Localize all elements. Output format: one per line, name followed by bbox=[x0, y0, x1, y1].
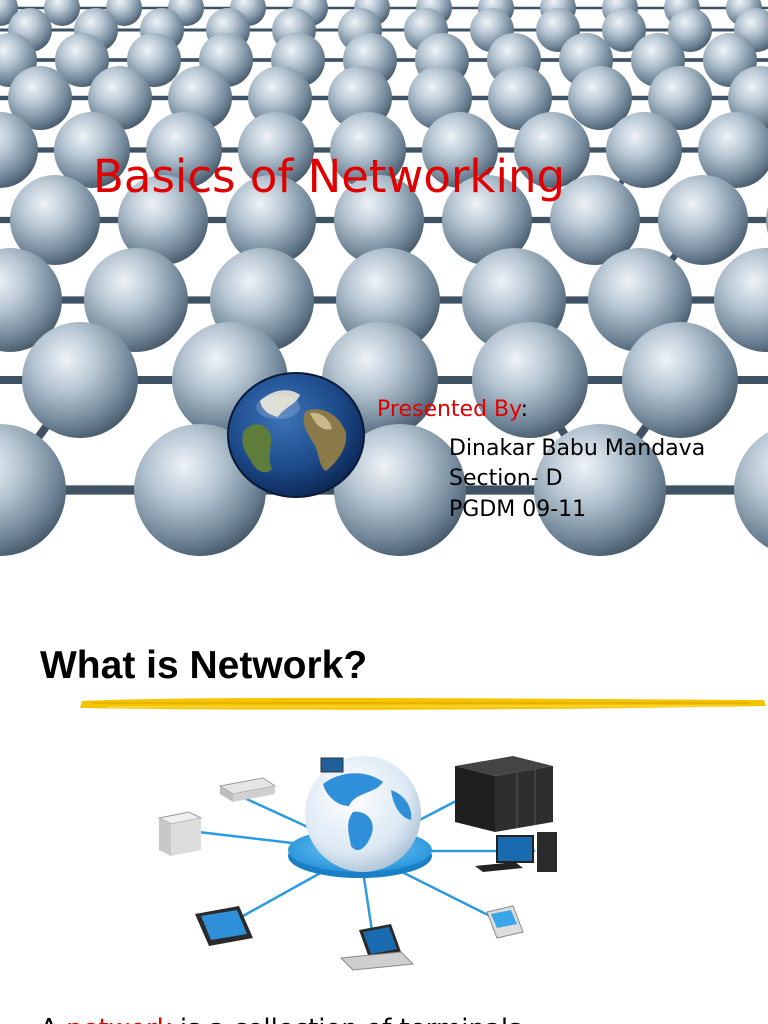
highlighter-stroke bbox=[80, 697, 766, 710]
network-definition-slide: What is Network? bbox=[0, 596, 768, 1024]
lattice-sphere bbox=[226, 175, 316, 265]
lattice-sphere bbox=[55, 33, 109, 87]
lattice-sphere bbox=[422, 112, 498, 188]
lattice-sphere bbox=[606, 112, 682, 188]
lattice-sphere bbox=[668, 8, 712, 52]
lattice-sphere bbox=[44, 0, 80, 26]
lattice-sphere bbox=[550, 175, 640, 265]
lattice-sphere bbox=[472, 322, 588, 438]
lattice-sphere bbox=[238, 112, 314, 188]
lattice-sphere bbox=[514, 112, 590, 188]
lattice-sphere bbox=[488, 66, 552, 130]
slide-title: Basics of Networking bbox=[93, 150, 566, 203]
lattice-sphere bbox=[0, 112, 38, 188]
lattice-sphere bbox=[118, 175, 208, 265]
presenter-name: Dinakar Babu Mandava bbox=[449, 436, 706, 461]
lattice-sphere bbox=[622, 322, 738, 438]
network-spheres-background bbox=[0, 0, 768, 556]
presenter-section: Section- D bbox=[449, 466, 563, 491]
lattice-sphere bbox=[714, 248, 768, 352]
lattice-sphere bbox=[602, 8, 646, 52]
lattice-sphere bbox=[648, 66, 712, 130]
presented-by-colon: : bbox=[520, 397, 528, 422]
lattice-sphere bbox=[10, 175, 100, 265]
lattice-sphere bbox=[22, 322, 138, 438]
presenter-program: PGDM 09-11 bbox=[449, 497, 587, 522]
body-start: A bbox=[40, 1014, 66, 1024]
lattice-sphere bbox=[698, 112, 768, 188]
lattice-sphere bbox=[334, 424, 466, 556]
slide-heading: What is Network? bbox=[40, 644, 368, 687]
lattice-sphere bbox=[84, 248, 188, 352]
network-devices-diagram bbox=[157, 756, 557, 971]
presented-by-text: Presented By bbox=[377, 397, 521, 422]
lattice-sphere bbox=[330, 112, 406, 188]
presented-by-label: Presented By: bbox=[377, 397, 528, 422]
earth-globe-icon bbox=[227, 372, 365, 498]
network-definition-text: A network is a collection of terminals bbox=[40, 1014, 522, 1024]
body-rest: is a collection of terminals bbox=[172, 1014, 522, 1024]
lattice-sphere bbox=[0, 424, 66, 556]
lattice-sphere bbox=[734, 432, 768, 548]
lattice-sphere bbox=[8, 66, 72, 130]
lattice-sphere bbox=[442, 175, 532, 265]
lattice-sphere bbox=[146, 112, 222, 188]
slide-gap bbox=[0, 576, 768, 596]
lattice-sphere bbox=[568, 66, 632, 130]
lattice-sphere bbox=[0, 248, 62, 352]
title-slide: Basics of Networking Presented By: Dinak… bbox=[0, 0, 768, 556]
lattice-sphere bbox=[534, 424, 666, 556]
lattice-sphere bbox=[658, 175, 748, 265]
lattice-sphere bbox=[54, 112, 130, 188]
lattice-sphere bbox=[334, 175, 424, 265]
body-keyword: network bbox=[66, 1014, 172, 1024]
